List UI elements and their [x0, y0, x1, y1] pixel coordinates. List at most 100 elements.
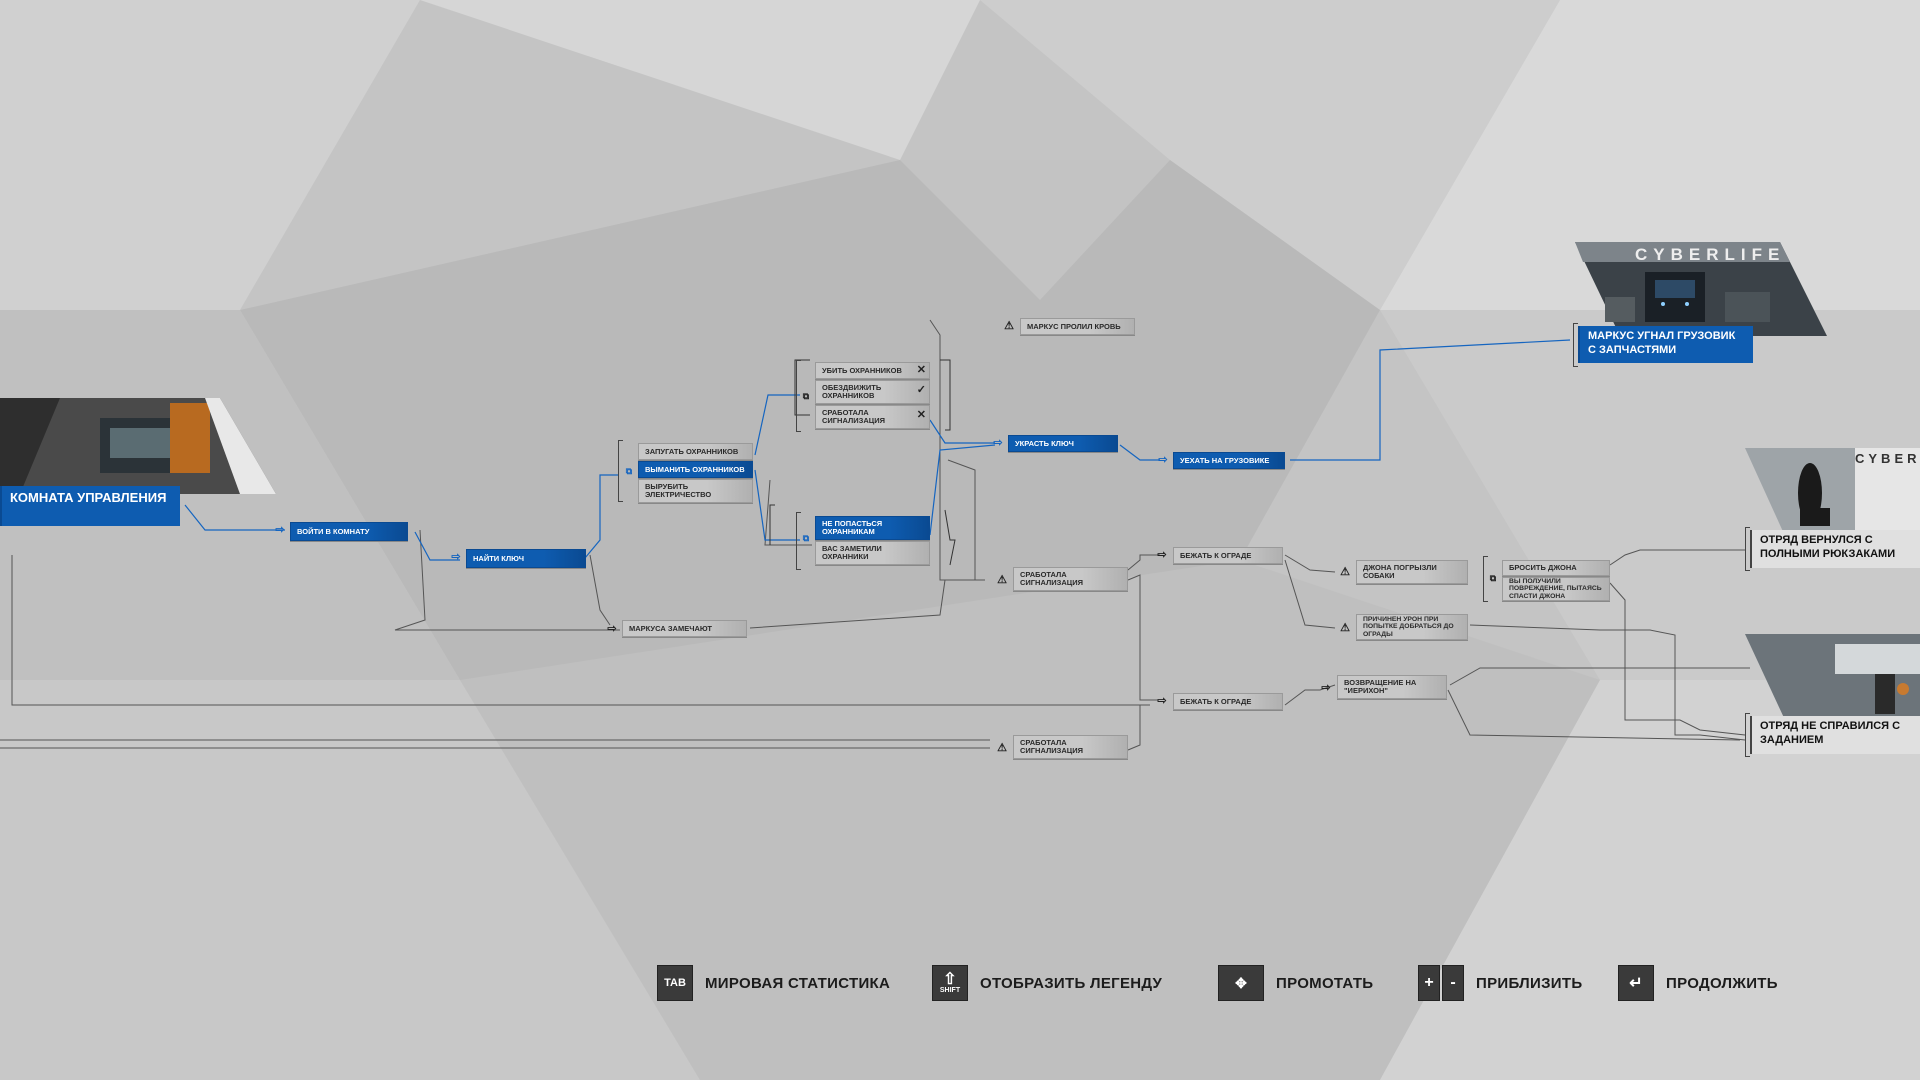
legend-label: ОТОБРАЗИТЬ ЛЕГЕНДУ: [980, 974, 1163, 992]
node-label: ВЫ ПОЛУЧИЛИ ПОВРЕЖДЕНИЕ, ПЫТАЯСЬ СПАСТИ …: [1509, 578, 1602, 600]
markus-noticed-arrow-icon: ⇨: [607, 623, 617, 635]
node-alarm-triggered-c[interactable]: СРАБОТАЛА СИГНАЛИЗАЦИЯ: [1013, 735, 1128, 759]
node-label: СРАБОТАЛА СИГНАЛИЗАЦИЯ: [1020, 738, 1084, 755]
world-stats-control[interactable]: TAB МИРОВАЯ СТАТИСТИКА: [657, 965, 890, 1001]
choice-icon: ⧉: [1489, 573, 1497, 583]
pan-label: ПРОМОТАТЬ: [1276, 974, 1374, 992]
warning-icon: ⚠: [997, 742, 1007, 754]
node-label: ДЖОНА ПОГРЫЗЛИ СОБАКИ: [1363, 563, 1437, 580]
cyberlife-logo: CYBERL: [1855, 451, 1920, 466]
node-label: НЕ ПОПАСТЬСЯ ОХРАННИКАМ: [822, 519, 883, 536]
legend-control[interactable]: ⇧ SHIFT ОТОБРАЗИТЬ ЛЕГЕНДУ: [932, 965, 1162, 1001]
node-disarm-guards[interactable]: ОБЕЗДВИЖИТЬ ОХРАННИКОВ ✓: [815, 380, 930, 404]
node-throw-john[interactable]: БРОСИТЬ ДЖОНА: [1502, 560, 1610, 576]
warning-icon: ⚠: [1340, 566, 1350, 578]
choice-icon: ⧉: [625, 466, 633, 476]
node-label: УКРАСТЬ КЛЮЧ: [1015, 438, 1074, 448]
node-return-jericho[interactable]: ВОЗВРАЩЕНИЕ НА "ИЕРИХОН": [1337, 675, 1447, 699]
node-enter-room[interactable]: ВОЙТИ В КОМНАТУ: [290, 522, 408, 541]
arrow-icon: ⇨: [1158, 454, 1168, 466]
choice-bracket: [618, 440, 623, 502]
ending-full-backpacks[interactable]: ОТРЯД ВЕРНУЛСЯ С ПОЛНЫМИ РЮКЗАКАМИ: [1750, 530, 1920, 568]
arrow-icon: ⇨: [1157, 695, 1167, 707]
arrow-icon: ⇨: [1157, 549, 1167, 561]
shift-key[interactable]: ⇧ SHIFT: [932, 965, 968, 1001]
node-label: ВОЗВРАЩЕНИЕ НА "ИЕРИХОН": [1344, 678, 1417, 695]
node-leave-truck[interactable]: УЕХАТЬ НА ГРУЗОВИКЕ: [1173, 452, 1285, 469]
node-lure-guards[interactable]: ВЫМАНИТЬ ОХРАННИКОВ: [638, 461, 753, 478]
node-steal-key[interactable]: УКРАСТЬ КЛЮЧ: [1008, 435, 1118, 452]
ending-failed-thumbnail: [1745, 634, 1920, 720]
node-cut-power[interactable]: ВЫРУБИТЬ ЭЛЕКТРИЧЕСТВО: [638, 479, 753, 503]
minus-key[interactable]: -: [1442, 965, 1464, 1001]
node-label: ВАС ЗАМЕТИЛИ ОХРАННИКИ: [822, 544, 882, 561]
node-scare-guards[interactable]: ЗАПУГАТЬ ОХРАННИКОВ: [638, 443, 753, 460]
pan-control[interactable]: ✥ ПРОМОТАТЬ: [1218, 965, 1373, 1001]
arrow-icon: ⇨: [1321, 682, 1331, 694]
choice-bracket: [796, 360, 801, 432]
node-markus-noticed[interactable]: МАРКУСА ЗАМЕЧАЮТ: [622, 620, 747, 637]
warning-icon: ⚠: [1340, 622, 1350, 634]
zoom-control[interactable]: + - ПРИБЛИЗИТЬ: [1418, 965, 1582, 1001]
node-injured-save-john[interactable]: ВЫ ПОЛУЧИЛИ ПОВРЕЖДЕНИЕ, ПЫТАЯСЬ СПАСТИ …: [1502, 577, 1610, 601]
node-label: УБИТЬ ОХРАННИКОВ: [822, 365, 902, 375]
node-john-dogs[interactable]: ДЖОНА ПОГРЫЗЛИ СОБАКИ: [1356, 560, 1468, 584]
pan-icon[interactable]: ✥: [1218, 965, 1264, 1001]
cross-icon: ✕: [916, 409, 926, 421]
ending-failed[interactable]: ОТРЯД НЕ СПРАВИЛСЯ С ЗАДАНИЕМ: [1750, 716, 1920, 754]
cross-icon: ✕: [916, 364, 926, 376]
ending-bracket: [1745, 527, 1750, 571]
tab-key[interactable]: TAB: [657, 965, 693, 1001]
node-damage-fence[interactable]: ПРИЧИНЕН УРОН ПРИ ПОПЫТКЕ ДОБРАТЬСЯ ДО О…: [1356, 614, 1468, 640]
node-alarm-triggered-b[interactable]: СРАБОТАЛА СИГНАЛИЗАЦИЯ: [1013, 567, 1128, 591]
node-find-key[interactable]: НАЙТИ КЛЮЧ: [466, 549, 586, 568]
zoom-label: ПРИБЛИЗИТЬ: [1476, 974, 1583, 992]
ending-bracket: [1745, 713, 1750, 757]
plus-key[interactable]: +: [1418, 965, 1440, 1001]
arrow-icon: ⇨: [451, 551, 461, 563]
enter-icon[interactable]: ↵: [1618, 965, 1654, 1001]
choice-bracket: [1483, 556, 1488, 602]
world-stats-label: МИРОВАЯ СТАТИСТИКА: [705, 974, 891, 992]
node-label: УЕХАТЬ НА ГРУЗОВИКЕ: [1180, 455, 1270, 465]
node-alarm-triggered-a[interactable]: СРАБОТАЛА СИГНАЛИЗАЦИЯ ✕: [815, 405, 930, 429]
node-label: БРОСИТЬ ДЖОНА: [1509, 563, 1577, 573]
node-label: ОБЕЗДВИЖИТЬ ОХРАННИКОВ: [822, 383, 882, 400]
shift-key-label: SHIFT: [939, 986, 961, 994]
warning-icon: ⚠: [997, 574, 1007, 586]
start-chapter-title[interactable]: КОМНАТА УПРАВЛЕНИЯ: [0, 486, 180, 526]
ending-bracket: [1573, 323, 1578, 367]
warning-icon: ⚠: [1004, 320, 1014, 332]
node-guards-noticed[interactable]: ВАС ЗАМЕТИЛИ ОХРАННИКИ: [815, 541, 930, 565]
start-thumbnail: [0, 398, 276, 494]
continue-label: ПРОДОЛЖИТЬ: [1666, 974, 1778, 992]
node-label: СРАБОТАЛА СИГНАЛИЗАЦИЯ: [1020, 570, 1084, 587]
node-run-fence-b[interactable]: БЕЖАТЬ К ОГРАДЕ: [1173, 693, 1283, 710]
node-label: МАРКУСА ЗАМЕЧАЮТ: [629, 623, 713, 633]
node-label: ЗАПУГАТЬ ОХРАННИКОВ: [645, 446, 739, 456]
node-not-caught[interactable]: НЕ ПОПАСТЬСЯ ОХРАННИКАМ: [815, 516, 930, 540]
choice-icon: ⧉: [802, 391, 810, 401]
arrow-icon: ⇨: [275, 524, 285, 536]
node-label: ПРИЧИНЕН УРОН ПРИ ПОПЫТКЕ ДОБРАТЬСЯ ДО О…: [1363, 616, 1454, 638]
node-label: НАЙТИ КЛЮЧ: [473, 553, 525, 563]
arrow-icon: ⇨: [993, 437, 1003, 449]
ending-truck-thumbnail: CYBERLIFE: [1575, 242, 1827, 336]
cyberlife-logo: CYBERLIFE: [1635, 245, 1786, 264]
check-icon: ✓: [916, 384, 926, 396]
node-kill-guards[interactable]: УБИТЬ ОХРАННИКОВ ✕: [815, 362, 930, 379]
choice-icon: ⧉: [802, 533, 810, 543]
ending-backpacks-thumbnail: CYBERL: [1745, 448, 1920, 536]
node-label: СРАБОТАЛА СИГНАЛИЗАЦИЯ: [822, 408, 886, 425]
node-markus-spilled-blood[interactable]: МАРКУС ПРОЛИЛ КРОВЬ: [1020, 318, 1135, 335]
node-label: БЕЖАТЬ К ОГРАДЕ: [1180, 550, 1252, 560]
node-label: ВЫМАНИТЬ ОХРАННИКОВ: [645, 464, 745, 474]
ending-truck[interactable]: МАРКУС УГНАЛ ГРУЗОВИК С ЗАПЧАСТЯМИ: [1578, 326, 1753, 363]
shift-arrow-icon: ⇧: [943, 970, 957, 988]
continue-control[interactable]: ↵ ПРОДОЛЖИТЬ: [1618, 965, 1778, 1001]
controls-bar: TAB МИРОВАЯ СТАТИСТИКА ⇧ SHIFT ОТОБРАЗИТ…: [0, 965, 1920, 1015]
choice-bracket: [796, 512, 801, 570]
node-run-fence-a[interactable]: БЕЖАТЬ К ОГРАДЕ: [1173, 547, 1283, 564]
node-label: ВЫРУБИТЬ ЭЛЕКТРИЧЕСТВО: [645, 482, 712, 499]
